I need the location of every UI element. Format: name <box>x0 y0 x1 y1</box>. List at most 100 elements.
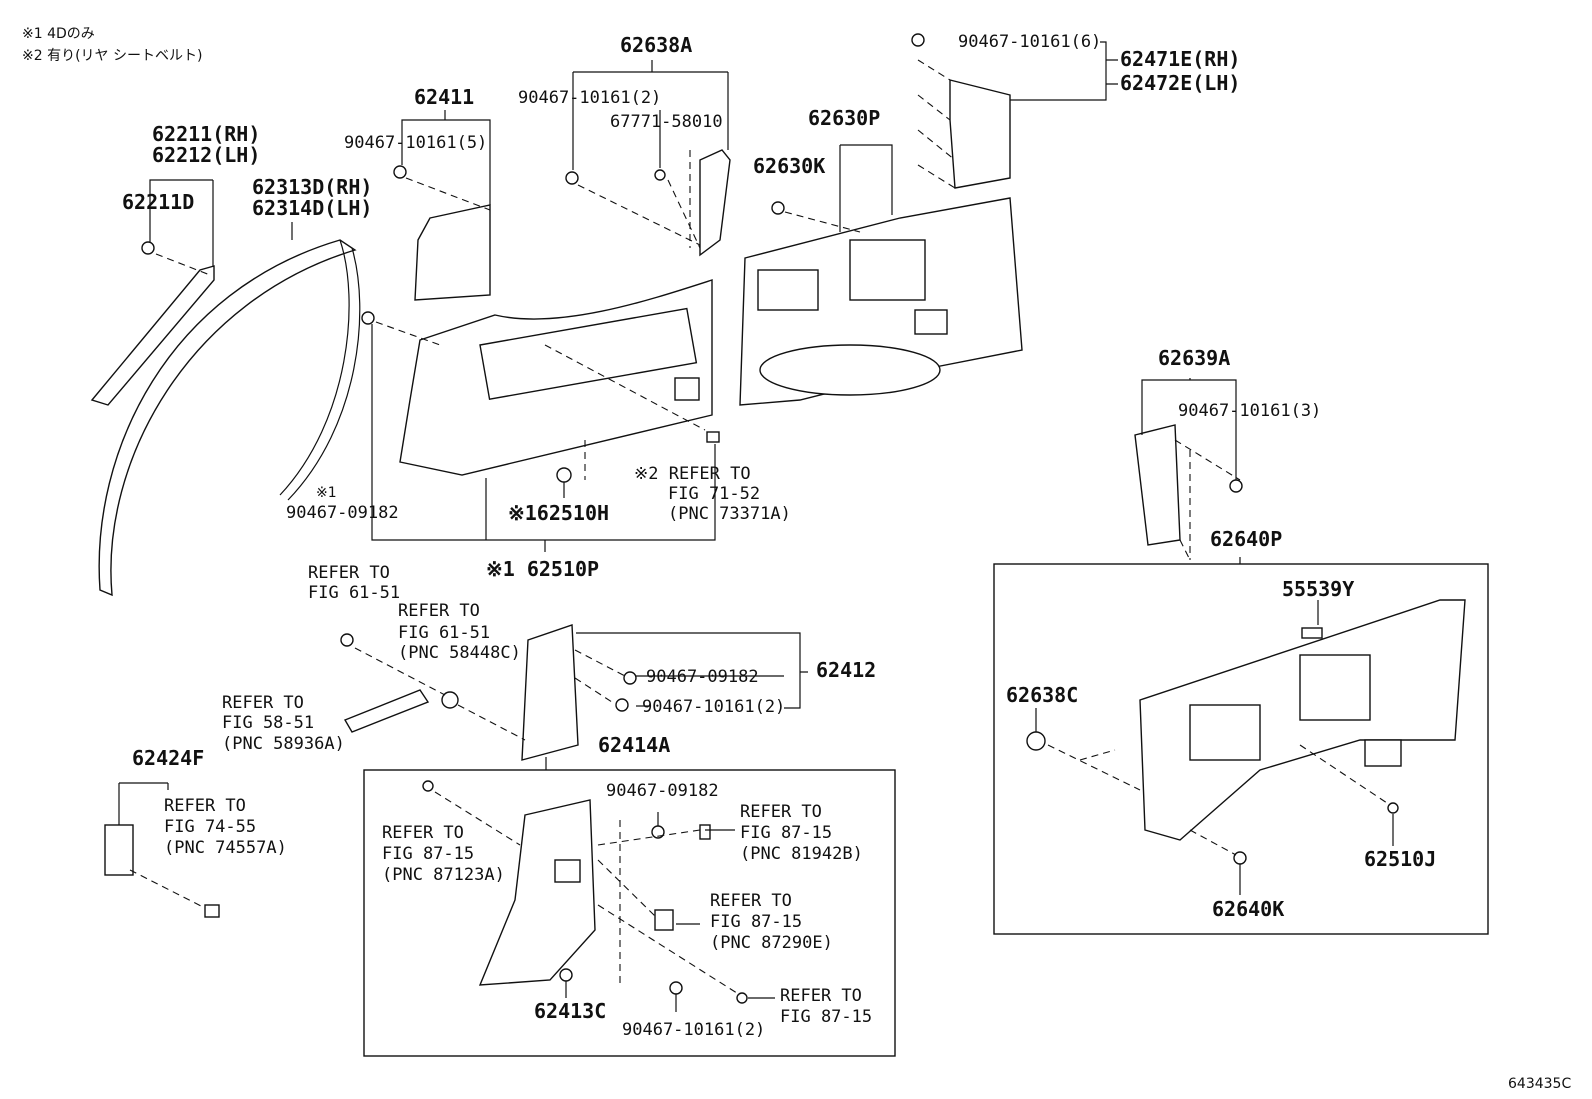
screw-62640k <box>1233 851 1247 865</box>
quarter-trim-62414a <box>478 799 596 986</box>
refer-61-51b-line1: REFER TO <box>398 601 480 621</box>
pillar-garnish-62638a <box>699 149 731 257</box>
label-90467-09182c: 90467-09182 <box>606 781 719 801</box>
screw-62413c <box>559 968 573 982</box>
label-62472e: 62472E(LH) <box>1120 71 1240 95</box>
trim-vent <box>674 377 700 401</box>
clip-09182a <box>361 311 375 325</box>
label-62414a: 62414A <box>598 733 670 757</box>
note-mark-1: ※1 <box>316 485 337 501</box>
label-62630p: 62630P <box>808 106 880 130</box>
refer-74-55-line1: REFER TO <box>164 796 246 816</box>
label-62313d: 62313D(RH) <box>252 175 372 199</box>
refer-61-51a-line1: REFER TO <box>308 563 390 583</box>
clip-58448c <box>441 691 459 709</box>
clip-62424f <box>104 824 134 876</box>
label-90467-10161-5: 90467-10161(5) <box>344 133 487 153</box>
label-62471e: 62471E(RH) <box>1120 47 1240 71</box>
label-90467-10161-2a: 90467-10161(2) <box>518 88 661 108</box>
label-62424f: 62424F <box>132 746 204 770</box>
label-62510j: 62510J <box>1364 847 1436 871</box>
label-62638a: 62638A <box>620 33 692 57</box>
label-62211d: 62211D <box>122 190 194 214</box>
panel-pocket <box>757 269 819 311</box>
panel-window <box>849 239 926 301</box>
group-box-62640p <box>993 563 1489 935</box>
quarter-vent <box>1364 739 1402 767</box>
label-90467-10161-2b: 90467-10161(2) <box>642 697 785 717</box>
screw-2b <box>615 698 629 712</box>
weatherstrip-tail <box>279 239 350 496</box>
door-opening-weatherstrip <box>98 239 357 597</box>
label-67771-58010: 67771-58010 <box>610 112 723 132</box>
refer-87-15c-line1: REFER TO <box>710 891 792 911</box>
leader-lines <box>118 41 1394 1012</box>
refer-61-51a-line2: FIG 61-51 <box>308 583 400 603</box>
label-90467-10161-3: 90467-10161(3) <box>1178 401 1321 421</box>
note-1: ※1 4Dのみ <box>22 26 95 42</box>
screw-6 <box>911 33 925 47</box>
refer-87-15a-line1: REFER TO <box>740 802 822 822</box>
refer-87-15d-line1: REFER TO <box>780 986 862 1006</box>
label-90467-10161-6: 90467-10161(6) <box>958 32 1101 52</box>
quarter-trim-62412 <box>521 624 579 761</box>
label-62412: 62412 <box>816 658 876 682</box>
back-door-garnish <box>949 79 1011 189</box>
note-2: ※2 有り(リヤ シートベルト) <box>22 48 202 64</box>
wheel-housing <box>759 344 941 396</box>
quarter-window-opening <box>1299 654 1371 721</box>
label-62413c: 62413C <box>534 999 606 1023</box>
screw-2a <box>565 171 579 185</box>
label-62510h: ※162510H <box>508 501 609 525</box>
refer-87-15b-line3: (PNC 87123A) <box>382 865 505 885</box>
label-62638c: 62638C <box>1006 683 1078 707</box>
weatherstrip-tail-inner <box>287 247 361 501</box>
seatbelt-anchor <box>554 859 581 883</box>
refer-74-55-line2: FIG 74-55 <box>164 817 256 837</box>
label-62411: 62411 <box>414 85 474 109</box>
trim-window <box>479 307 698 400</box>
refer-87-15c-line3: (PNC 87290E) <box>710 933 833 953</box>
clip-62510h <box>556 467 572 483</box>
refer-71-52-line3: (PNC 73371A) <box>668 504 791 524</box>
label-62640k: 62640K <box>1212 897 1284 921</box>
clip-73371a <box>706 431 720 443</box>
screw-3 <box>1229 479 1243 493</box>
refer-87-15c-line2: FIG 87-15 <box>710 912 802 932</box>
refer-87-15d-line2: FIG 87-15 <box>780 1007 872 1027</box>
label-62630k: 62630K <box>753 154 825 178</box>
refer-71-52-line2: FIG 71-52 <box>668 484 760 504</box>
connector-81942b <box>699 824 711 840</box>
clip-74557a <box>204 904 220 918</box>
label-55539y: 55539Y <box>1282 577 1354 601</box>
screw-87-15 <box>736 992 748 1004</box>
pillar-dash <box>917 59 956 189</box>
clip-67771 <box>654 169 666 181</box>
quarter-trim-upper <box>414 204 491 301</box>
refer-61-51b-line2: FIG 61-51 <box>398 623 490 643</box>
refer-74-55-line3: (PNC 74557A) <box>164 838 287 858</box>
refer-87-15b-line1: REFER TO <box>382 823 464 843</box>
clip-87123a <box>422 780 434 792</box>
front-pillar-garnish <box>90 265 215 406</box>
label-62510p: ※1 62510P <box>486 557 599 581</box>
figure-id: 643435C <box>1508 1076 1571 1092</box>
refer-58-51-line1: REFER TO <box>222 693 304 713</box>
refer-87-15b-line2: FIG 87-15 <box>382 844 474 864</box>
labels: 62638A 90467-10161(6) 62471E(RH) 62472E(… <box>122 32 1436 1040</box>
fasteners <box>141 33 1399 1004</box>
group-box-62414a <box>363 769 896 1057</box>
refer-87-15a-line2: FIG 87-15 <box>740 823 832 843</box>
label-90467-09182b: 90467-09182 <box>646 667 759 687</box>
label-62639a: 62639A <box>1158 346 1230 370</box>
label-62212: 62212(LH) <box>152 143 260 167</box>
label-62211: 62211(RH) <box>152 122 260 146</box>
label-90467-09182a: 90467-09182 <box>286 503 399 523</box>
refer-58-51-line3: (PNC 58936A) <box>222 734 345 754</box>
clip-62630k <box>771 201 785 215</box>
belt-cover <box>1189 704 1261 761</box>
panel-grille <box>914 309 948 335</box>
connector-87290e <box>654 909 674 931</box>
